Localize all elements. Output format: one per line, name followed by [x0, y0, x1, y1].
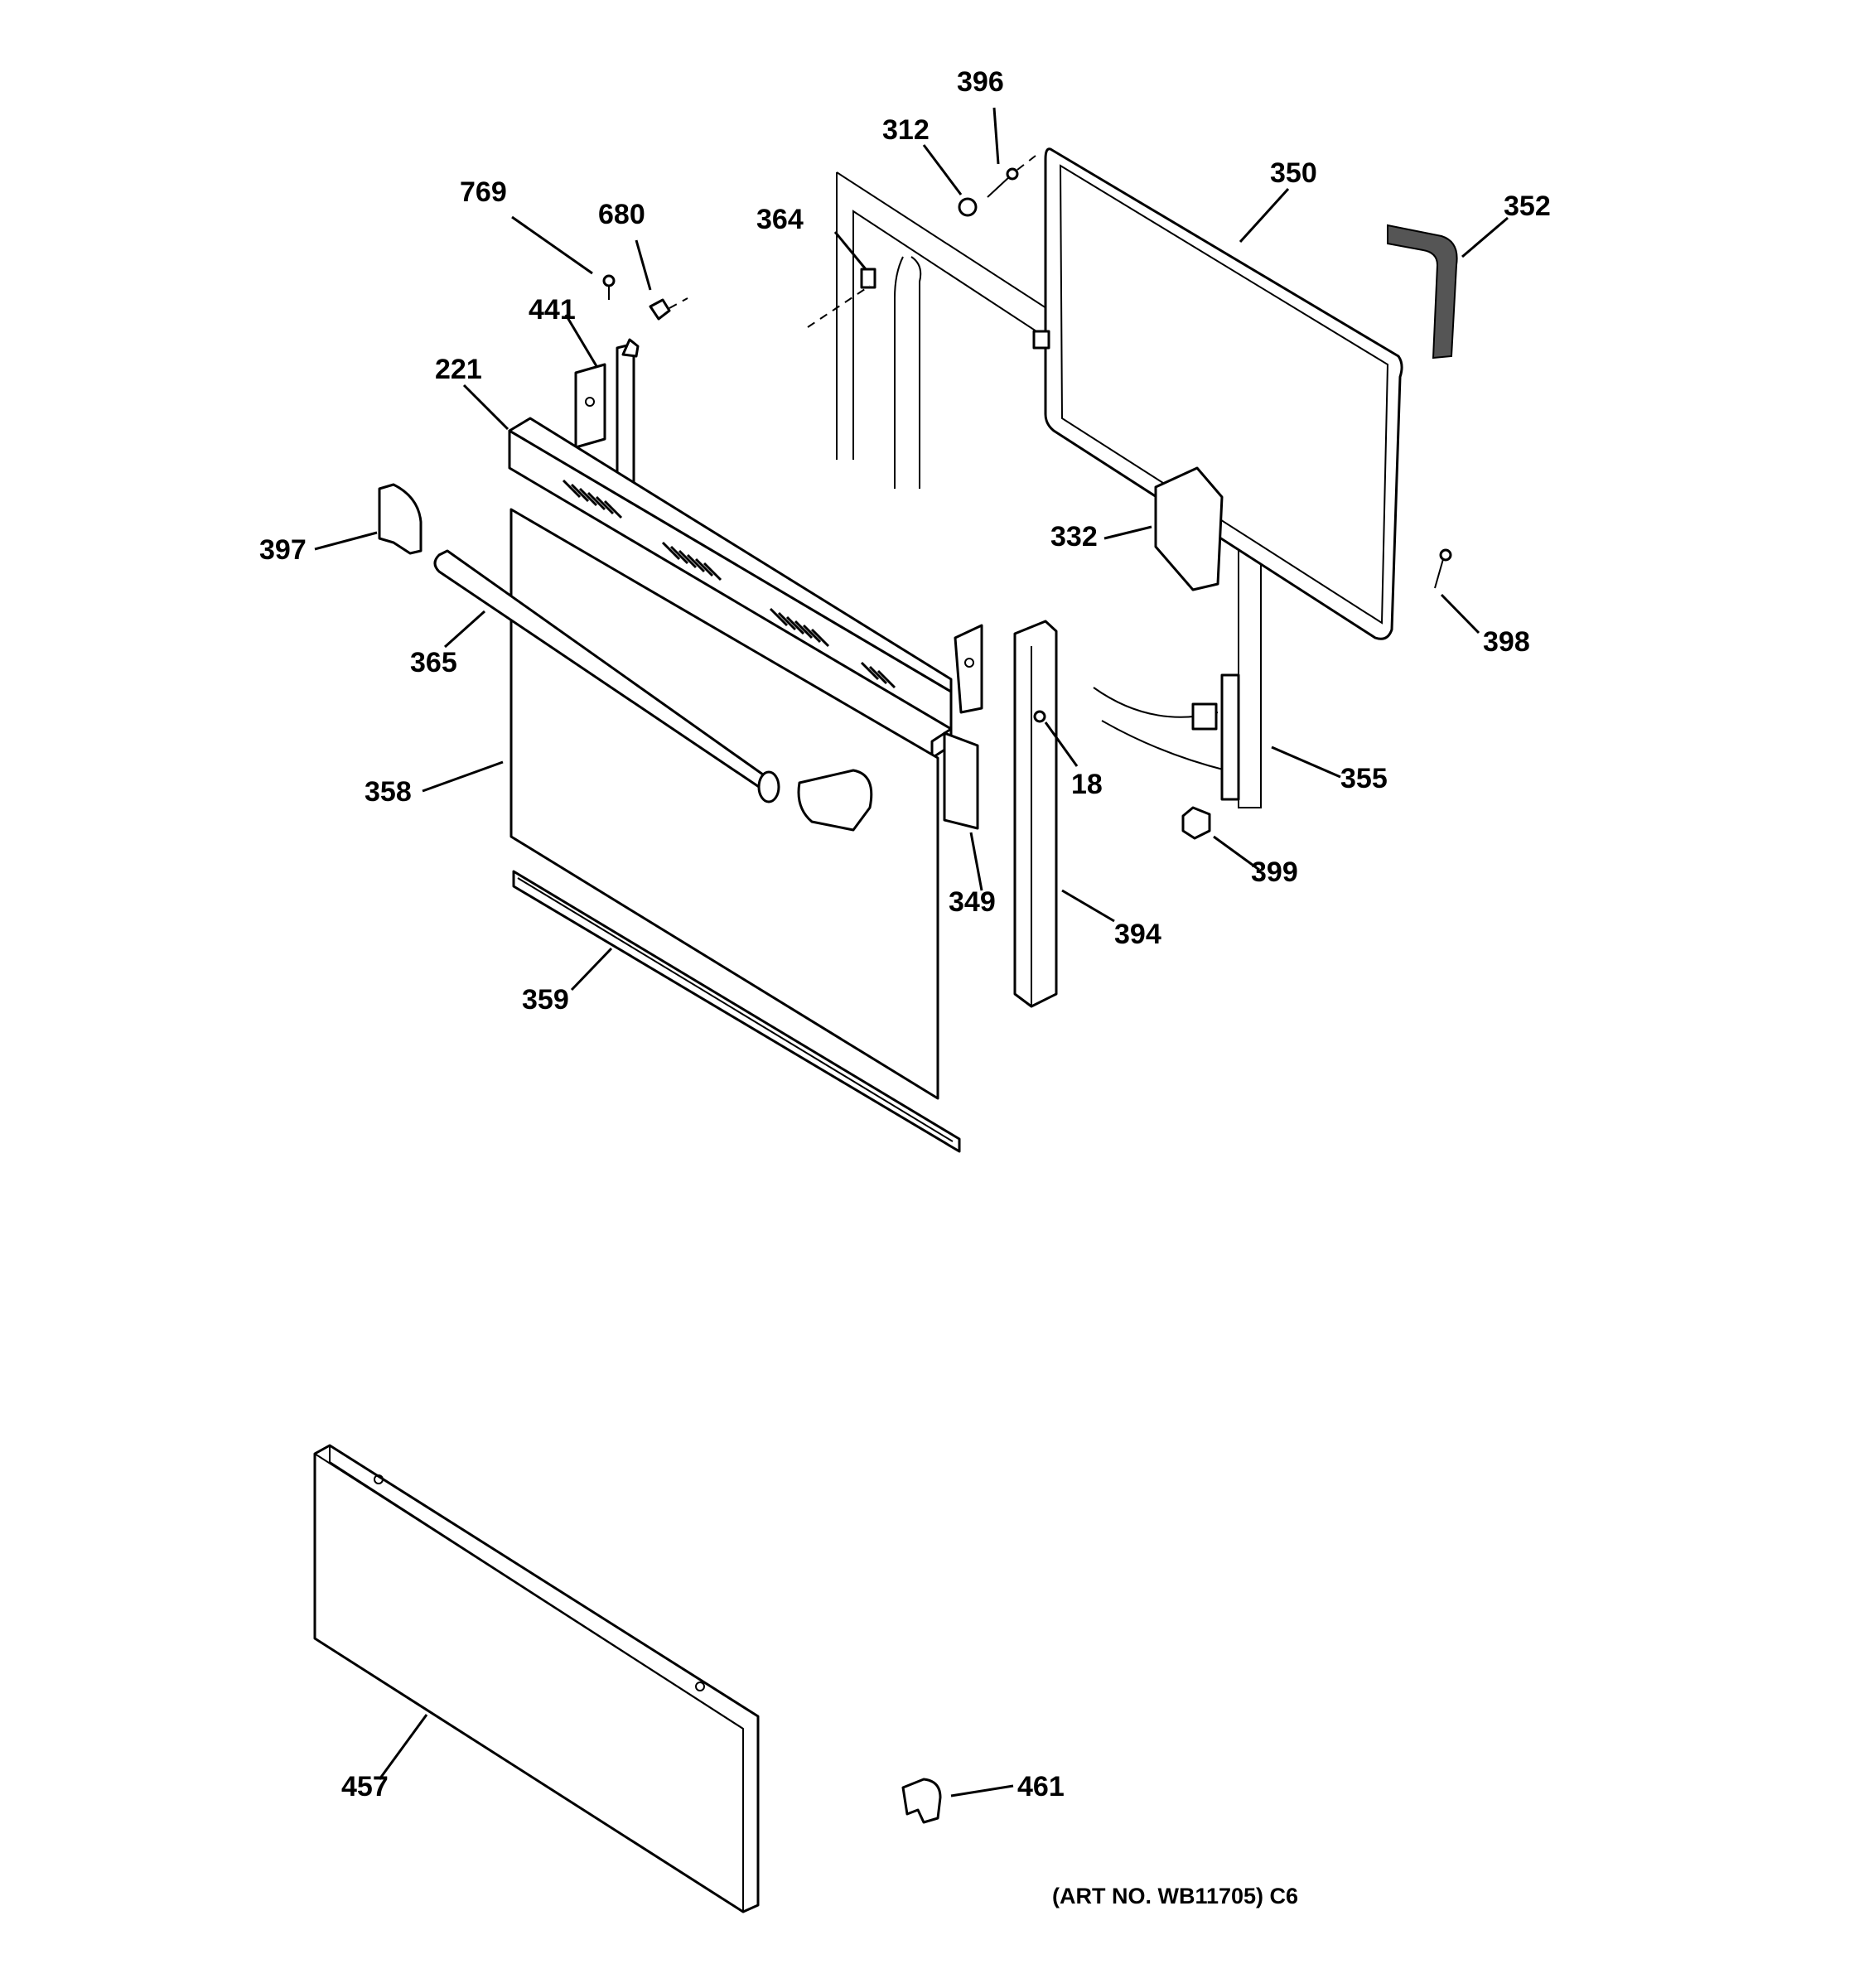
callout-394: 394 — [1114, 919, 1161, 950]
frame-clip — [860, 268, 876, 289]
callout-457: 457 — [341, 1771, 389, 1802]
screw-769 — [602, 274, 616, 300]
callout-397: 397 — [259, 534, 307, 566]
panel-latch — [1032, 330, 1050, 350]
handle-end-cap — [797, 769, 873, 832]
callout-441: 441 — [529, 294, 576, 326]
callout-399: 399 — [1251, 856, 1298, 888]
drawer-front-457 — [313, 1444, 760, 1913]
control-panel-vents — [562, 479, 896, 689]
mesh-gasket — [1387, 224, 1458, 359]
callout-labels: 396 312 769 680 364 350 352 441 221 397 … — [259, 66, 1551, 1802]
callout-364: 364 — [756, 204, 804, 235]
door-handle-365 — [433, 549, 780, 803]
hinge-bracket-left — [954, 624, 983, 714]
hinge-bracket-441 — [574, 338, 640, 490]
control-panel-221 — [508, 417, 953, 760]
callout-332: 332 — [1050, 521, 1098, 552]
side-trim-349 — [943, 731, 979, 830]
callout-680: 680 — [598, 199, 645, 230]
insulation-block — [1154, 466, 1224, 591]
screw-398 — [1434, 548, 1452, 589]
leader-lines — [314, 107, 1509, 1797]
bottom-trim-359 — [512, 870, 961, 1153]
frame-side-rail — [1220, 673, 1240, 801]
clip-461 — [901, 1778, 942, 1824]
callout-769: 769 — [460, 176, 507, 208]
hinge-bracket-right — [1191, 702, 1218, 731]
callout-350: 350 — [1270, 157, 1317, 189]
art-number: (ART NO. WB11705) C6 — [1052, 1884, 1298, 1908]
callout-221: 221 — [435, 354, 482, 385]
washer-312 — [958, 197, 978, 217]
door-front-panel-358 — [509, 508, 939, 1100]
callout-349: 349 — [949, 886, 996, 918]
callout-398: 398 — [1483, 626, 1530, 658]
callout-359: 359 — [522, 984, 569, 1016]
callout-18: 18 — [1071, 769, 1103, 800]
callout-365: 365 — [410, 647, 457, 678]
door-frame-assembly — [807, 171, 1262, 808]
screw-18 — [1033, 710, 1046, 723]
bracket-397 — [378, 483, 423, 555]
side-rail-394 — [1013, 620, 1058, 1008]
callout-312: 312 — [882, 114, 930, 146]
screw-396 — [987, 155, 1036, 198]
door-glass-panel — [1032, 147, 1403, 640]
bumper-399 — [1181, 806, 1211, 840]
callout-461: 461 — [1017, 1771, 1065, 1802]
callout-352: 352 — [1504, 191, 1551, 222]
screw-680 — [649, 297, 688, 321]
callout-358: 358 — [365, 776, 412, 808]
callout-396: 396 — [957, 66, 1004, 98]
callout-355: 355 — [1340, 763, 1388, 794]
